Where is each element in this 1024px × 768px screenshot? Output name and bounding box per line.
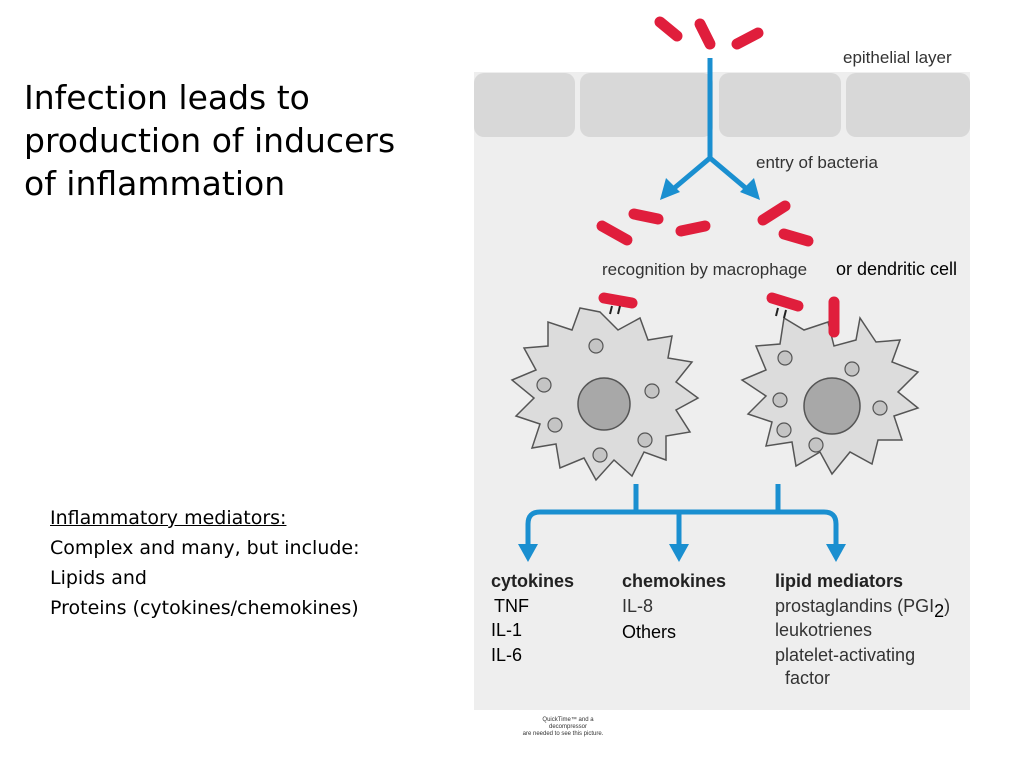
quicktime-line: QuickTime™ and a (542, 716, 594, 723)
granule (872, 400, 888, 416)
bacterium (694, 18, 716, 50)
arrowhead (518, 544, 538, 562)
granule (808, 437, 824, 453)
mediator-arrows (525, 484, 839, 548)
granule (644, 383, 660, 399)
column-item: leukotrienes (775, 620, 872, 640)
epithelial-cell (846, 73, 970, 137)
entry-arrow (670, 58, 750, 192)
granule (637, 432, 653, 448)
granule (547, 417, 563, 433)
bacterium (628, 208, 664, 225)
column-item: TNF (494, 596, 529, 616)
column-item: factor (785, 668, 830, 688)
macrophage-left (510, 292, 700, 482)
epithelial-layer-label: epithelial layer (843, 48, 952, 67)
entry-label: entry of bacteria (756, 153, 878, 172)
arrowhead (660, 178, 680, 200)
mediators-notes: Inflammatory mediators: Complex and many… (50, 503, 470, 623)
bound-bacterium (598, 292, 638, 309)
title-line: Infection leads to (24, 78, 310, 117)
recognition-label-extra: or dendritic cell (836, 259, 957, 279)
column-item: platelet-activating (775, 645, 915, 665)
notes-line: Proteins (cytokines/chemokines) (50, 597, 359, 619)
notes-heading: Inflammatory mediators: (50, 507, 287, 529)
granule (536, 377, 552, 393)
quicktime-line: are needed to see this picture. (523, 731, 604, 737)
epithelial-layer (474, 73, 970, 137)
column-item: Others (622, 622, 676, 642)
title-line: of inflammation (24, 164, 286, 203)
bacterium (778, 228, 814, 247)
bacterium (731, 27, 764, 50)
column-item: prostaglandins (PGI2) (775, 596, 950, 621)
column-heading: lipid mediators (775, 571, 903, 591)
arrowhead (669, 544, 689, 562)
nucleus (577, 377, 631, 431)
bacteria-top (654, 16, 764, 50)
notes-line: Lipids and (50, 567, 147, 589)
bacterium (675, 220, 711, 237)
granule (777, 350, 793, 366)
column-item: IL-6 (491, 645, 522, 665)
granule (772, 392, 788, 408)
bacterium (654, 16, 683, 42)
column-item: IL-1 (491, 620, 522, 640)
nucleus (803, 377, 861, 435)
quicktime-line: decompressor (549, 724, 587, 730)
arrowhead (740, 178, 760, 200)
bacterium (757, 200, 791, 226)
epithelial-cell (580, 73, 713, 137)
epithelial-cell (474, 73, 575, 137)
macrophage-right (740, 292, 920, 476)
notes-line: Complex and many, but include: (50, 537, 360, 559)
quicktime-placeholder: QuickTime™ and a decompressor are needed… (523, 716, 604, 737)
cytokines-column: cytokines TNF IL-1 IL-6 (491, 571, 574, 665)
recognition-label: recognition by macrophage (602, 260, 807, 279)
granule (844, 361, 860, 377)
slide-title: Infection leads to production of inducer… (24, 76, 464, 205)
bacterium (596, 220, 633, 246)
granule (592, 447, 608, 463)
column-heading: cytokines (491, 571, 574, 591)
bound-bacterium (766, 292, 804, 312)
granule (776, 422, 792, 438)
chemokines-column: chemokines IL-8 Others (622, 571, 726, 642)
column-item: IL-8 (622, 596, 653, 616)
granule (588, 338, 604, 354)
column-heading: chemokines (622, 571, 726, 591)
bacteria-middle (596, 200, 814, 247)
arrowhead (826, 544, 846, 562)
lipid-mediators-column: lipid mediators prostaglandins (PGI2) le… (775, 571, 950, 688)
title-line: production of inducers (24, 121, 396, 160)
epithelial-cell (719, 73, 841, 137)
